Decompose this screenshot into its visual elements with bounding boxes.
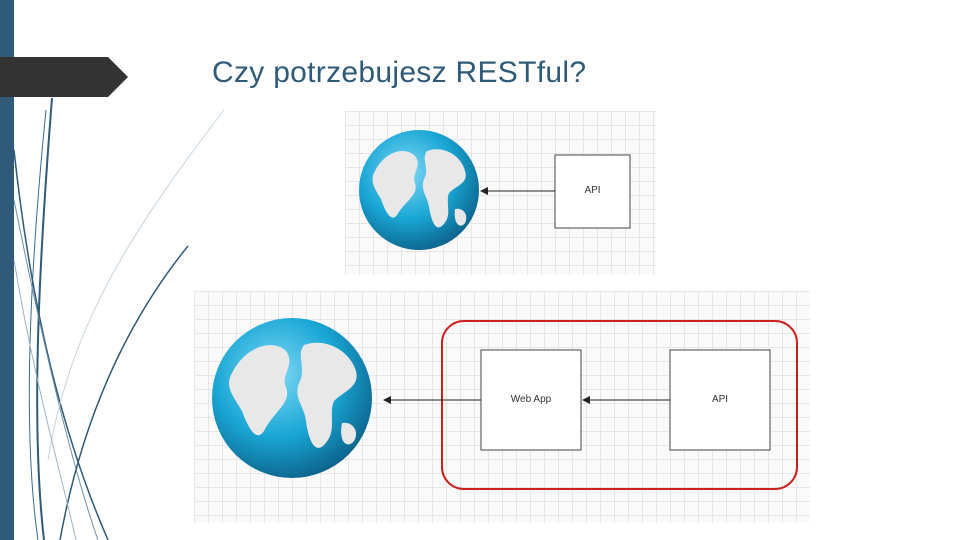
api-label: API [711, 394, 729, 405]
accent-sidebar-bar [0, 0, 14, 540]
diagram-bottom: Web App API [194, 291, 810, 523]
diagram-top: API [345, 111, 656, 275]
globe-icon [212, 318, 372, 478]
globe-icon [359, 130, 479, 250]
api-label: API [584, 185, 601, 196]
highlight-frame [441, 320, 798, 490]
title-arrow-shape [0, 57, 128, 97]
slide-title: Czy potrzebujesz RESTful? [212, 56, 587, 89]
web-app-label: Web App [510, 394, 552, 405]
api-box [669, 349, 771, 451]
decorative-lines [13, 97, 225, 540]
